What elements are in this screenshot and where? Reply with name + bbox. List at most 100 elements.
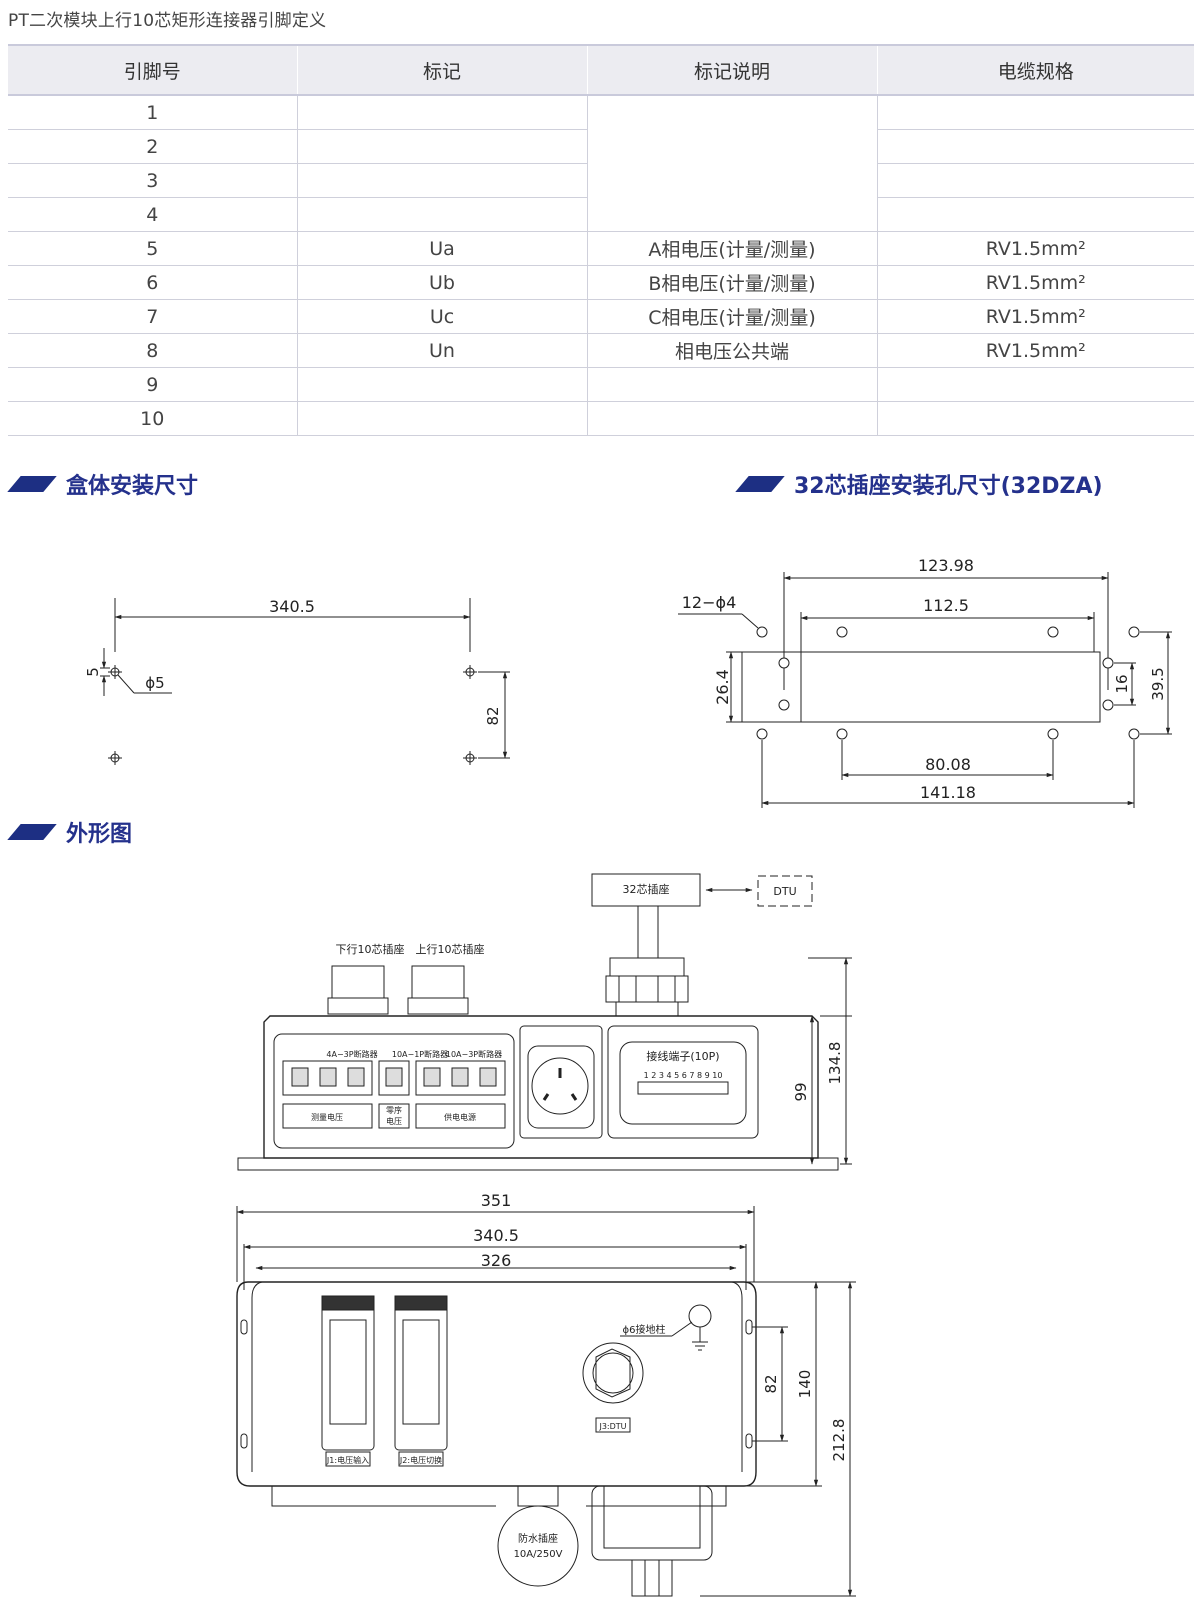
table-row: 10: [8, 401, 1194, 436]
table-cell: [877, 197, 1194, 232]
table-cell: RV1.5mm²: [877, 333, 1194, 368]
front-view-drawing: 32芯插座 DTU 下行10芯插座 上行10芯插座 4A−3P断路器 10A−1…: [237, 873, 852, 1171]
table-cell: RV1.5mm²: [877, 299, 1194, 334]
enclosure-bottom: [236, 1281, 757, 1487]
dim-label-holes: 12−ϕ4: [682, 593, 737, 612]
dim-label-326: 326: [481, 1251, 512, 1270]
dim-label: 16: [1113, 674, 1131, 693]
dtu-label: DTU: [773, 885, 796, 898]
label-zero-seq: 零序: [386, 1105, 402, 1115]
dim-label: 39.5: [1149, 667, 1167, 700]
dim-label: 80.08: [925, 755, 971, 774]
j1-label: J1:电压输入: [326, 1455, 369, 1465]
table-cell: RV1.5mm²: [877, 265, 1194, 300]
socket32-box: [591, 873, 701, 907]
up-socket-label: 上行10芯插座: [416, 942, 485, 956]
table-header-row: 引脚号 标记 标记说明 电缆规格: [8, 44, 1194, 96]
ground-stud: ϕ6接地柱: [620, 1304, 712, 1351]
table-cell: 2: [8, 129, 298, 164]
dim-label-82: 82: [762, 1374, 780, 1393]
bottom-view-drawing: 351 340.5 326 J1:电压输入 J2:电压切换: [236, 1191, 856, 1597]
dim-label-351: 351: [481, 1191, 512, 1210]
mount-hole-icon: [463, 665, 477, 679]
mount-hole-icon: [108, 665, 122, 679]
table-cell: 1: [8, 95, 298, 130]
terminal-block: 接线端子(10P) 1 2 3 4 5 6 7 8 9 10: [607, 1025, 759, 1139]
waterproof-socket: 防水插座 10A/250V: [497, 1485, 579, 1587]
table-cell: Uc: [297, 299, 588, 334]
table-cell: 5: [8, 231, 298, 266]
socket-plate: [741, 651, 1101, 723]
breaker-4a: [282, 1060, 373, 1096]
ground-label: ϕ6接地柱: [623, 1323, 666, 1336]
socket32-label: 32芯插座: [623, 882, 670, 896]
socket-mount-drawing: 123.98 112.5 12−ϕ4 26.4 16 39.5 80.08 14…: [678, 556, 1172, 808]
table-cell: [877, 163, 1194, 198]
section-title: 32芯插座安装孔尺寸(32DZA): [794, 474, 1103, 499]
terminal-label: 接线端子(10P): [646, 1049, 719, 1063]
table-cell: C相电压(计量/测量): [587, 299, 878, 334]
table-cell: [297, 95, 588, 130]
breaker-10a1p: [378, 1060, 410, 1096]
enclosure-front: [263, 1015, 819, 1159]
table-row: 4: [8, 197, 1194, 232]
table-cell: 8: [8, 333, 298, 368]
dtu-gland: J3:DTU: [582, 1342, 644, 1433]
breaker-panel: [273, 1033, 515, 1149]
column-header: 标记: [297, 44, 588, 96]
terminal-numbers: 1 2 3 4 5 6 7 8 9 10: [644, 1071, 723, 1080]
table-row: 1: [8, 95, 1194, 232]
table-cell: RV1.5mm²: [877, 231, 1194, 266]
down-socket-label: 下行10芯插座: [336, 942, 405, 956]
label-power-supply: 供电电源: [444, 1112, 476, 1122]
column-header: 引脚号: [8, 44, 298, 96]
table-cell: Ub: [297, 265, 588, 300]
bottom-gland-box: [591, 1485, 713, 1597]
table-cell: Un: [297, 333, 588, 368]
dim-label-99: 99: [792, 1082, 810, 1101]
table-cell: 9: [8, 367, 298, 402]
box-mount-drawing: 340.5 5 ϕ5 82: [84, 597, 510, 765]
waterproof-label: 防水插座: [518, 1532, 558, 1545]
label-zero-seq-voltage: 电压: [386, 1116, 402, 1126]
dim-label-hole: ϕ5: [145, 674, 164, 692]
breaker-label-10a3p: 10A−3P断路器: [446, 1049, 502, 1059]
breaker-label-10a1p: 10A−1P断路器: [392, 1049, 448, 1059]
section-title: 外形图: [66, 822, 133, 847]
dim-label-134: 134.8: [826, 1042, 844, 1085]
table-row: 3: [8, 163, 1194, 198]
table-cell: [297, 367, 588, 402]
j3-label: J3:DTU: [598, 1422, 626, 1431]
table-cell: 3: [8, 163, 298, 198]
socket-holes: [756, 626, 1140, 740]
dim-label-340: 340.5: [473, 1226, 519, 1245]
table-cell: 10: [8, 401, 298, 436]
table-cell: [297, 401, 588, 436]
base-plate: [237, 1157, 839, 1171]
dim-label: 26.4: [713, 669, 732, 705]
table-cell: [587, 401, 878, 436]
down-socket-connector: [327, 965, 389, 1015]
dim-label-width: 340.5: [269, 597, 315, 616]
dim-label: 141.18: [920, 783, 976, 802]
up-socket-connector: [407, 965, 469, 1015]
connector-j1: J1:电压输入: [321, 1295, 375, 1467]
table-cell: [297, 129, 588, 164]
table-cell: 相电压公共端: [587, 333, 878, 368]
dim-label: 112.5: [923, 596, 969, 615]
breaker-label-4a: 4A−3P断路器: [326, 1049, 377, 1059]
dim-label: 123.98: [918, 556, 974, 575]
connector-j2: J2:电压切换: [394, 1295, 448, 1467]
dim-label-offset: 5: [84, 667, 102, 677]
table-cell: [877, 401, 1194, 436]
table-cell: 6: [8, 265, 298, 300]
table-cell: Ua: [297, 231, 588, 266]
table-cell: [297, 197, 588, 232]
table-row: 9: [8, 367, 1194, 402]
